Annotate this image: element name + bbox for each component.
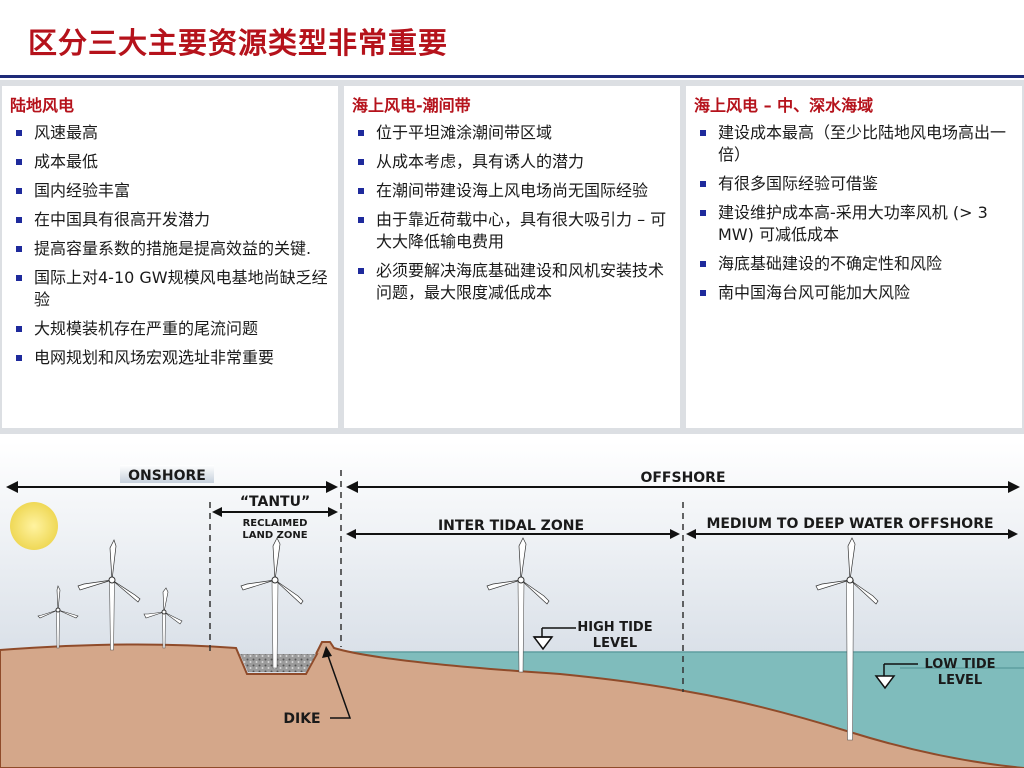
square-bullet-icon [16,275,22,281]
low-tide-level-label: LEVEL [938,673,982,688]
offshore-label: OFFSHORE [640,470,725,486]
square-bullet-icon [700,130,706,136]
column-heading: 海上风电 – 中、深水海域 [694,96,874,115]
list-item: 建设成本最高（至少比陆地风电场高出一倍） [694,122,1014,166]
square-bullet-icon [16,159,22,165]
wind-turbine-icon [143,587,183,649]
bullet-list: 风速最高 成本最低 国内经验丰富 在中国具有很高开发潜力 提高容量系数的措施是提… [10,122,330,369]
wind-turbine-icon [240,537,304,669]
deepwater-span-arrow [686,529,1018,539]
low-tide-marker-icon [874,663,918,690]
bullet-list: 位于平坦滩涂潮间带区域 从成本考虑，具有诱人的潜力 在潮间带建设海上风电场尚无国… [352,122,672,304]
list-item: 有很多国际经验可借鉴 [694,173,1014,195]
square-bullet-icon [16,130,22,136]
list-item: 从成本考虑，具有诱人的潜力 [352,151,672,173]
title-divider [0,75,1024,78]
wind-turbine-icon [815,537,879,741]
offshore-span-arrow [346,481,1020,493]
land-zone-label: LAND ZONE [242,530,307,541]
square-bullet-icon [700,210,706,216]
column-deep-water: 海上风电 – 中、深水海域 建设成本最高（至少比陆地风电场高出一倍） 有很多国际… [686,86,1022,428]
high-tide-marker-icon [532,627,576,651]
low-tide-label: LOW TIDE [924,657,995,672]
list-item: 风速最高 [10,122,330,144]
square-bullet-icon [16,188,22,194]
wind-turbine-icon [77,539,141,651]
deepwater-label: MEDIUM TO DEEP WATER OFFSHORE [706,516,993,532]
square-bullet-icon [16,355,22,361]
bullet-list: 建设成本最高（至少比陆地风电场高出一倍） 有很多国际经验可借鉴 建设维护成本高-… [694,122,1014,304]
list-item: 国内经验丰富 [10,180,330,202]
list-item: 在潮间带建设海上风电场尚无国际经验 [352,180,672,202]
comparison-panels: 陆地风电 风速最高 成本最低 国内经验丰富 在中国具有很高开发潜力 提高容量系数… [0,80,1024,434]
list-item: 建设维护成本高-采用大功率风机 (> 3 MW) 可减低成本 [694,202,1014,246]
dike [315,641,335,655]
list-item: 提高容量系数的措施是提高效益的关键. [10,238,330,260]
high-tide-label: HIGH TIDE [577,620,652,635]
list-item: 由于靠近荷载中心，具有很大吸引力 – 可大大降低输电费用 [352,209,672,253]
list-item: 海底基础建设的不确定性和风险 [694,253,1014,275]
square-bullet-icon [700,290,706,296]
list-item: 大规模装机存在严重的尾流问题 [10,318,330,340]
wind-zone-diagram: ONSHORE OFFSHORE “TANTU” RECLAIMED LAND … [0,442,1024,768]
onshore-label: ONSHORE [128,468,206,484]
square-bullet-icon [700,261,706,267]
square-bullet-icon [358,188,364,194]
column-heading: 陆地风电 [10,96,75,115]
square-bullet-icon [16,246,22,252]
reclaimed-label: RECLAIMED [243,518,308,529]
square-bullet-icon [358,217,364,223]
dike-pointer-arrow [322,646,352,719]
square-bullet-icon [16,217,22,223]
square-bullet-icon [358,159,364,165]
list-item: 电网规划和风场宏观选址非常重要 [10,347,330,369]
intertidal-span-arrow [346,529,680,539]
intertidal-label: INTER TIDAL ZONE [438,518,584,534]
label-backdrop [120,465,214,483]
sun-icon [10,502,58,550]
wind-turbine-icon [486,537,550,673]
list-item: 成本最低 [10,151,330,173]
column-intertidal: 海上风电-潮间带 位于平坦滩涂潮间带区域 从成本考虑，具有诱人的潜力 在潮间带建… [344,86,680,428]
list-item: 必须要解决海底基础建设和风机安装技术问题，最大限度减低成本 [352,260,672,304]
reclaimed-fill [240,654,316,672]
square-bullet-icon [358,268,364,274]
dike-label: DIKE [283,711,320,727]
tantu-span-arrow [212,507,338,517]
square-bullet-icon [16,326,22,332]
list-item: 位于平坦滩涂潮间带区域 [352,122,672,144]
list-item: 南中国海台风可能加大风险 [694,282,1014,304]
square-bullet-icon [358,130,364,136]
list-item: 国际上对4-10 GW规模风电基地尚缺乏经验 [10,267,330,311]
column-onshore: 陆地风电 风速最高 成本最低 国内经验丰富 在中国具有很高开发潜力 提高容量系数… [2,86,338,428]
wind-turbine-icon [37,585,79,649]
square-bullet-icon [700,181,706,187]
onshore-span-arrow [6,481,338,493]
high-tide-level-label: LEVEL [593,636,637,651]
column-heading: 海上风电-潮间带 [352,96,471,115]
page-title: 区分三大主要资源类型非常重要 [28,26,449,60]
list-item: 在中国具有很高开发潜力 [10,209,330,231]
tantu-label: “TANTU” [240,494,310,510]
land-profile [0,643,1024,768]
